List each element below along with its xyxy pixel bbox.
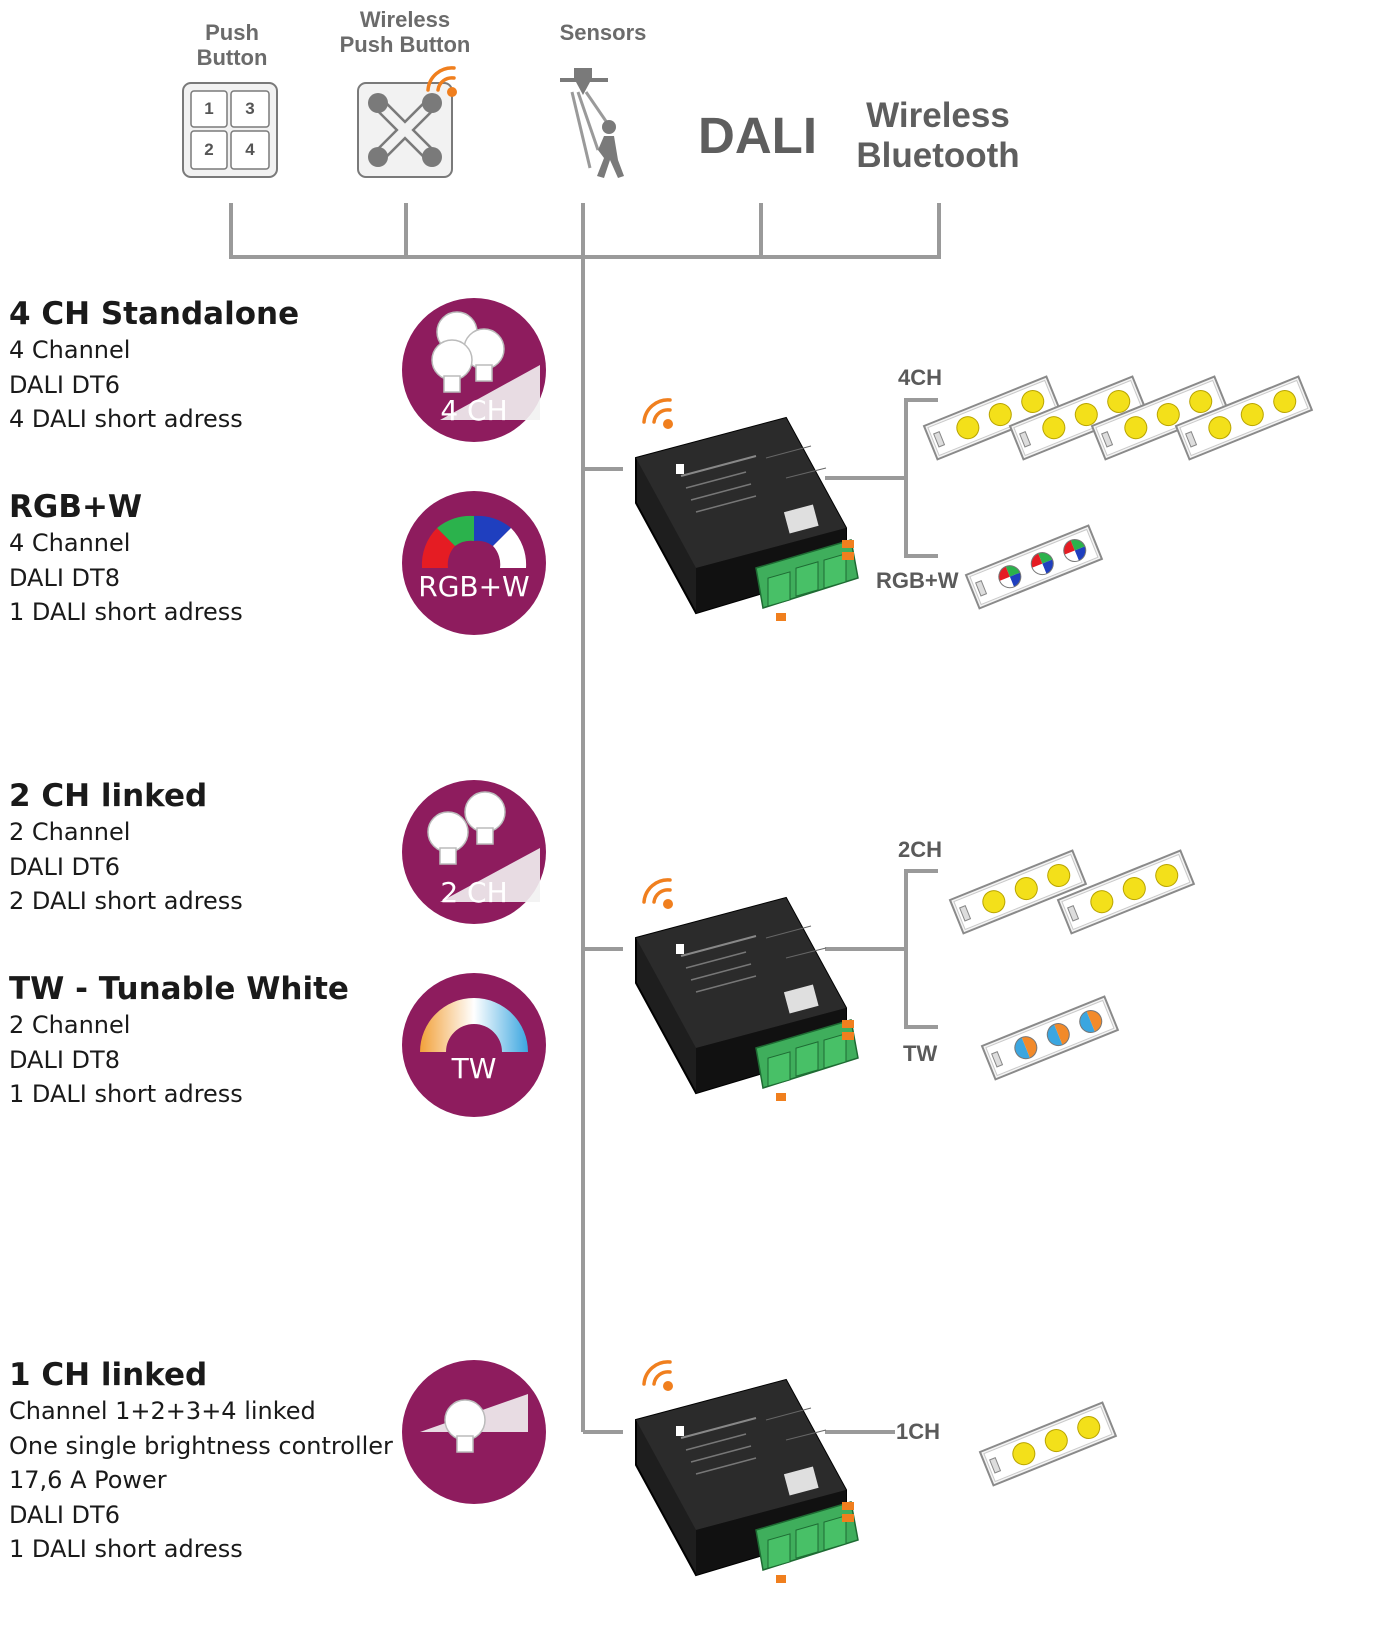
led-strip-1ch [979, 1401, 1117, 1487]
mode-title-tunable-white: TW - Tunable White [9, 971, 349, 1007]
mode-line: 4 Channel [9, 529, 131, 557]
output-label-1ch: 1CH [896, 1419, 941, 1444]
mode-details-1ch-linked: Channel 1+2+3+4 linked One single bright… [9, 1394, 393, 1567]
mode-line: DALI DT8 [9, 563, 120, 592]
badge-rgbw-label: RGB+W [418, 570, 530, 603]
mode-line: 1 DALI short adress [9, 1080, 243, 1108]
mode-line: DALI DT6 [9, 852, 120, 881]
mode-line: 17,6 A Power [9, 1466, 167, 1494]
mode-line: One single brightness controller [9, 1431, 393, 1460]
mode-line: DALI DT6 [9, 370, 120, 399]
badge-4ch [402, 298, 546, 442]
casambi-driver-2 [635, 878, 859, 1102]
badge-2ch-label: 2 CH [440, 876, 508, 909]
mode-line: 4 DALI short adress [9, 405, 243, 433]
mode-line: Channel 1+2+3+4 linked [9, 1397, 316, 1425]
mode-line: 2 DALI short adress [9, 887, 243, 915]
mode-line: 1 DALI short adress [9, 1535, 243, 1563]
mode-title-1ch-linked: 1 CH linked [9, 1357, 208, 1393]
mode-title-rgbw: RGB+W [9, 489, 143, 525]
output-label-4ch: 4CH [898, 365, 943, 390]
output-label-rgbw: RGB+W [876, 568, 959, 593]
mode-line: DALI DT6 [9, 1500, 120, 1529]
badge-1ch [402, 1360, 546, 1504]
mode-title-4ch-standalone: 4 CH Standalone [9, 296, 300, 332]
keypad-key-4: 4 [245, 140, 255, 159]
output-wiring [825, 398, 938, 1434]
input-bus [229, 203, 941, 1434]
keypad-key-1: 1 [204, 99, 214, 118]
output-label-tw: TW [903, 1041, 938, 1066]
casambi-driver-1 [635, 398, 859, 622]
wireless-push-button-icon [357, 66, 459, 178]
wireless-bluetooth-line2: Bluetooth [856, 136, 1020, 175]
badge-tw [402, 973, 546, 1117]
badge-4ch-label: 4 CH [440, 394, 508, 427]
keypad-key-2: 2 [204, 140, 214, 159]
badge-tw-label: TW [451, 1052, 497, 1085]
badge-2ch [402, 780, 546, 924]
mode-line: DALI DT8 [9, 1045, 120, 1074]
mode-details-4ch-standalone: 4 Channel DALI DT6 4 DALI short adress [9, 333, 243, 437]
sensors-label: Sensors [559, 20, 647, 45]
wireless-push-button-label: Wireless Push Button [330, 7, 480, 58]
mode-line: 2 Channel [9, 818, 131, 846]
dali-label: DALI [698, 107, 817, 164]
push-button-label: Push Button [196, 20, 268, 71]
wireless-bluetooth-line1: Wireless [866, 96, 1010, 135]
mode-details-2ch-linked: 2 Channel DALI DT6 2 DALI short adress [9, 815, 243, 919]
keypad-key-3: 3 [245, 99, 255, 118]
mode-line: 2 Channel [9, 1011, 131, 1039]
led-strip-tw [981, 995, 1119, 1081]
wireless-push-button-label-line1: Wireless [359, 7, 451, 32]
mode-line: 4 Channel [9, 336, 131, 364]
mode-line: 1 DALI short adress [9, 598, 243, 626]
mode-details-tunable-white: 2 Channel DALI DT8 1 DALI short adress [9, 1008, 243, 1112]
mode-details-rgbw: 4 Channel DALI DT8 1 DALI short adress [9, 526, 243, 630]
wireless-push-button-label-line2: Push Button [339, 32, 471, 58]
led-strips-4ch [923, 375, 1313, 461]
output-label-2ch: 2CH [898, 837, 943, 862]
casambi-driver-3 [635, 1360, 859, 1584]
mode-title-2ch-linked: 2 CH linked [9, 778, 208, 814]
led-strips-2ch [949, 849, 1195, 935]
badge-rgbw [402, 491, 546, 635]
wireless-bluetooth-label: Wireless Bluetooth [846, 96, 1030, 176]
sensor-icon [560, 68, 624, 178]
keypad-icon [182, 82, 278, 178]
led-strip-rgbw [965, 524, 1103, 610]
